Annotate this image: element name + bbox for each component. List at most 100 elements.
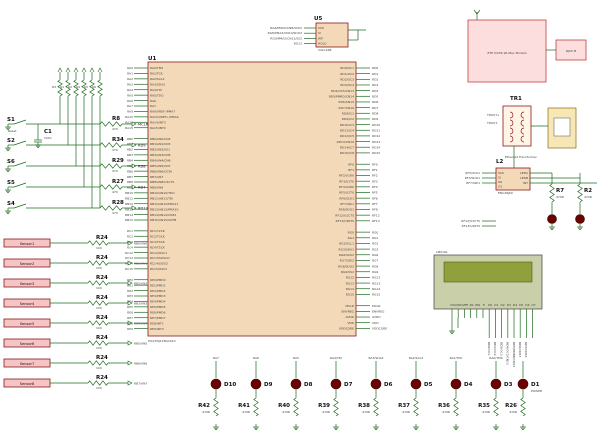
tr1-ref: TR1 [510, 96, 522, 102]
led-symbol [370, 378, 382, 390]
u1-right-net: RF0 [372, 162, 378, 166]
u1-left-pin: RB9/AN9 [150, 186, 163, 190]
u1-left-net: RA4 [127, 88, 133, 92]
lcd-net: RD7/CN16 [524, 342, 528, 358]
u5-left-pin: RG12 [294, 42, 302, 46]
lcd-ref: LM016L [436, 250, 448, 254]
lcd-pin-label: VSS [450, 303, 456, 307]
pullup-ref: R6 [92, 85, 96, 89]
led-resistor-ref: R42 [198, 403, 210, 409]
switch-resistor [99, 184, 123, 190]
pullup-resistor [81, 79, 87, 97]
u1-left-pin: RC2/T3CK [150, 234, 166, 238]
u1-left-net: RC15 [125, 267, 133, 271]
u1-left-net: RA10 [125, 115, 133, 119]
sensor-name: Sensor6 [20, 342, 35, 346]
u1-left-net: RB7 [127, 175, 133, 179]
switch-ref: S1 [7, 117, 15, 123]
u5-left-pin: RG9/PMA2/CN11/SS2 [270, 36, 302, 40]
u1-left-net: RE5 [127, 305, 133, 309]
switch-net: RD13 [138, 207, 148, 211]
switch-resistor-ref: R8 [112, 116, 120, 122]
u1-right-pin: RG14 [346, 287, 354, 291]
u1-left-pin: RE5/PMD5 [150, 305, 166, 309]
led-symbol [490, 378, 502, 390]
sensor-resistor-value: 100 [96, 326, 102, 330]
l2-right-pin: LEDA [520, 171, 529, 175]
u1-left-net: RE1 [127, 283, 133, 287]
tr1-coil [509, 119, 514, 127]
sensor-resistor-ref: R24 [96, 375, 108, 381]
u1-left-pin: RB0/AN0/CN2 [150, 137, 171, 141]
u1-right-pin: RD5/PMRD/CN14 [329, 94, 354, 98]
switch-resistor-ref: R27 [112, 179, 124, 185]
u1-left-pin: RB12/AN12/PMA11 [150, 202, 178, 206]
sensor-resistor-ref: R24 [96, 335, 108, 341]
sensor-net: RB4/AN4 [134, 322, 147, 326]
u1-right-pin: RF13/U2RTS [336, 219, 354, 223]
led-resistor [453, 397, 459, 417]
u1-right-net: RG15 [372, 293, 380, 297]
sensor-resistor-ref: R24 [96, 255, 108, 261]
modem-title: ZTE IX256 Wi-Max Modem [487, 51, 527, 55]
u1-left-pin: RB15/AN15/OCFB [150, 218, 176, 222]
u1-left-pin: RC15/OSC2 [150, 267, 167, 271]
u1-left-net: RA1 [127, 72, 133, 76]
sensor-inputs: Sensor1R24100RB0/AN0Sensor2R24100RB1/AN1… [3, 235, 147, 390]
u1-left-pin: RB4/AN4/CN6 [150, 158, 171, 162]
led-net: RA7 [213, 356, 219, 360]
u1-left-pin: RB5/AN5/CN7 [150, 164, 171, 168]
u1-left-net: RB11 [125, 196, 133, 200]
switch-lever [13, 140, 27, 146]
net-arrow [127, 360, 133, 366]
u1-left-net: RE6 [127, 310, 133, 314]
l2-net: RF13/U2RTS [462, 224, 480, 228]
led-net: RA5 [293, 356, 299, 360]
tr1-pin: TPOUT+ [486, 113, 500, 117]
right-resistor [549, 183, 555, 203]
rj45-label: RJ45 M [566, 49, 577, 53]
u1-left-net: RB2 [127, 148, 133, 152]
led-resistor-ref: R41 [238, 403, 250, 409]
lcd-pin-label: RS [470, 303, 474, 307]
switch-resistor-value: 470 [112, 190, 118, 194]
tr1-coil [509, 127, 514, 135]
u1-left-net: RE2 [127, 289, 133, 293]
sensor-resistor-ref: R24 [96, 275, 108, 281]
u5-left-pin: RG6/PMA5/CN8/SCK2 [270, 26, 302, 30]
switch-resistor [99, 121, 123, 127]
led-ref: D6 [384, 382, 393, 388]
l2-inner-pin: SCK [498, 171, 505, 175]
u1-right-pin: RD0/OC1 [340, 66, 354, 70]
l2-left-pin: RF5/SCK1 [465, 171, 480, 175]
u1-left-pin: RB14/AN14/CN32 [150, 213, 176, 217]
led-ref: D9 [264, 382, 273, 388]
u1-right-pin: RG8/SDO2 [338, 264, 354, 268]
lcd-net: RD4/OC5/CN13 [506, 342, 510, 365]
sensor-net: RB5/AN5 [134, 342, 147, 346]
u1-left-net: RB14 [125, 213, 133, 217]
pullup-ref: R4 [76, 85, 80, 89]
sensor-resistor [87, 240, 109, 246]
switch-lever [13, 161, 27, 167]
u1-right-net: RG0 [372, 230, 378, 234]
u1-left-net: RC1 [127, 229, 133, 233]
l2-net: RF12/U2CTS [461, 219, 480, 223]
l2-left-pin: RF3/SDO1 [465, 176, 480, 180]
pullup-resistor [57, 79, 63, 97]
u1-left-net: RC4 [127, 245, 133, 249]
lcd-pin-label: D4 [513, 303, 517, 307]
u1-left-pin: RE0/PMD0 [150, 278, 166, 282]
led-resistor [373, 397, 379, 417]
u1-left-pin: RA2/SCL2 [150, 77, 165, 81]
led-ref: D4 [464, 382, 473, 388]
u1-left-pin: RC13/SOSCO [150, 256, 170, 260]
lcd-pin-label: VEE [462, 303, 468, 307]
net-arrow [131, 121, 137, 127]
sensor-resistor [87, 300, 109, 306]
u1-right-net: RG9 [372, 270, 378, 274]
u1-body [147, 61, 357, 337]
switch-ref: S2 [7, 138, 15, 144]
pullup-resistor [89, 79, 95, 97]
